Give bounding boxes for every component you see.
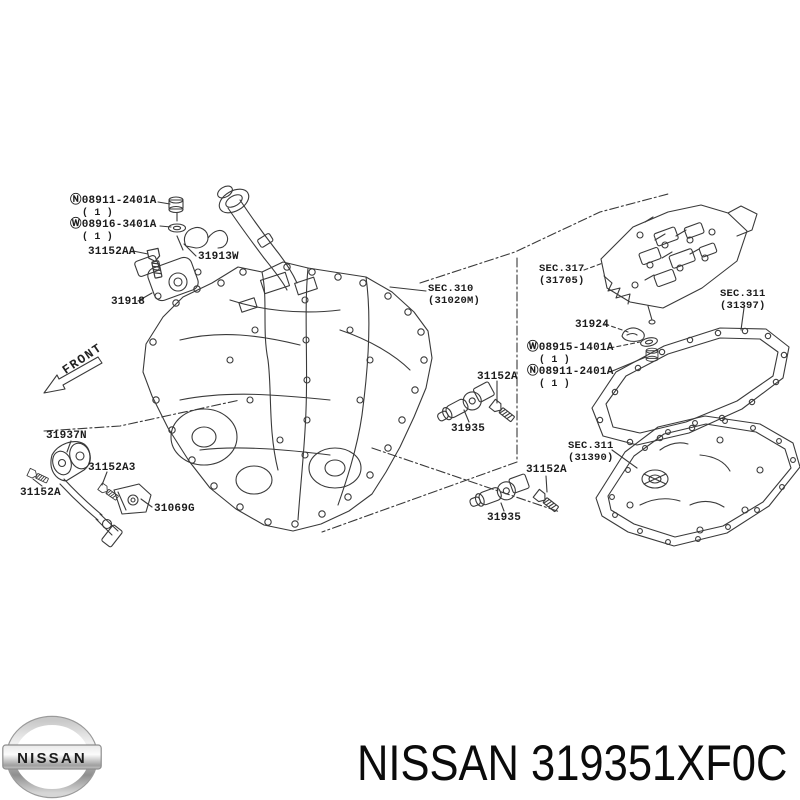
front-arrow-icon bbox=[43, 356, 103, 394]
transmission-case-drawing bbox=[142, 261, 433, 532]
part-label-08916-3401A: Ⓦ08916-3401A ( 1 ) bbox=[70, 218, 157, 243]
bracket-31913W-drawing bbox=[176, 212, 229, 251]
washer-08916-drawing bbox=[167, 223, 187, 233]
diagram-art bbox=[26, 185, 800, 548]
part-label-08911-2401A-top: Ⓝ08911-2401A ( 1 ) bbox=[70, 194, 157, 219]
clip-31924-drawing bbox=[621, 327, 645, 342]
footer-caption: NISSAN 319351XF0C bbox=[357, 735, 788, 791]
circled-w-icon: Ⓦ bbox=[527, 341, 539, 354]
oil-pan-drawing bbox=[595, 415, 800, 547]
part-label-sec317: SEC.317(31705) bbox=[539, 263, 585, 287]
nissan-logo-text: NISSAN bbox=[17, 750, 87, 767]
part-label-sec311-gasket: SEC.311(31397) bbox=[720, 288, 766, 312]
speed-sensor-upper-drawing bbox=[433, 380, 498, 428]
bolt-31152AA-drawing bbox=[146, 247, 165, 280]
bolt-31152A-lower-drawing bbox=[532, 488, 561, 514]
washer-08915-drawing bbox=[639, 335, 659, 349]
part-label-sec310: SEC.310(31020M) bbox=[428, 283, 481, 307]
part-label-31935-upper: 31935 bbox=[451, 423, 486, 435]
inhibitor-switch-31918-drawing bbox=[134, 255, 202, 302]
part-label-31152A-upper: 31152A bbox=[477, 371, 518, 383]
part-label-31918: 31918 bbox=[111, 296, 146, 308]
part-label-31152AA: 31152AA bbox=[88, 246, 136, 258]
circled-n-icon: Ⓝ bbox=[527, 365, 539, 378]
bolt-31152A-upper-drawing bbox=[488, 398, 517, 424]
nissan-logo: NISSAN bbox=[2, 715, 102, 799]
circled-n-icon: Ⓝ bbox=[70, 194, 82, 207]
part-label-31069G: 31069G bbox=[154, 503, 195, 515]
bolt-31152A3-drawing bbox=[97, 482, 120, 502]
control-linkage-drawing bbox=[50, 441, 123, 548]
part-label-31937N: 31937N bbox=[46, 430, 87, 442]
part-label-sec311-pan: SEC.311(31390) bbox=[568, 440, 614, 464]
bolt-31152A-left-drawing bbox=[26, 467, 50, 485]
part-label-31152A3: 31152A3 bbox=[88, 462, 136, 474]
part-label-08911-2401A-right: Ⓝ08911-2401A ( 1 ) bbox=[527, 365, 614, 390]
valve-body-drawing bbox=[600, 204, 758, 325]
part-label-31924: 31924 bbox=[575, 319, 610, 331]
bracket-31069G-drawing bbox=[113, 483, 152, 515]
dipstick-tube-drawing bbox=[217, 185, 298, 291]
speed-sensor-lower-drawing bbox=[466, 473, 532, 513]
part-label-31152A-left: 31152A bbox=[20, 487, 61, 499]
oil-pan-gasket-drawing bbox=[591, 327, 790, 446]
part-label-31935-lower: 31935 bbox=[487, 512, 522, 524]
leader-lines bbox=[32, 201, 745, 512]
part-label-08915-1401A: Ⓦ08915-1401A ( 1 ) bbox=[527, 341, 614, 366]
nut-08911-top-drawing bbox=[168, 196, 184, 214]
part-label-31913W: 31913W bbox=[198, 251, 239, 263]
circled-w-icon: Ⓦ bbox=[70, 218, 82, 231]
part-label-31152A-lower: 31152A bbox=[526, 464, 567, 476]
